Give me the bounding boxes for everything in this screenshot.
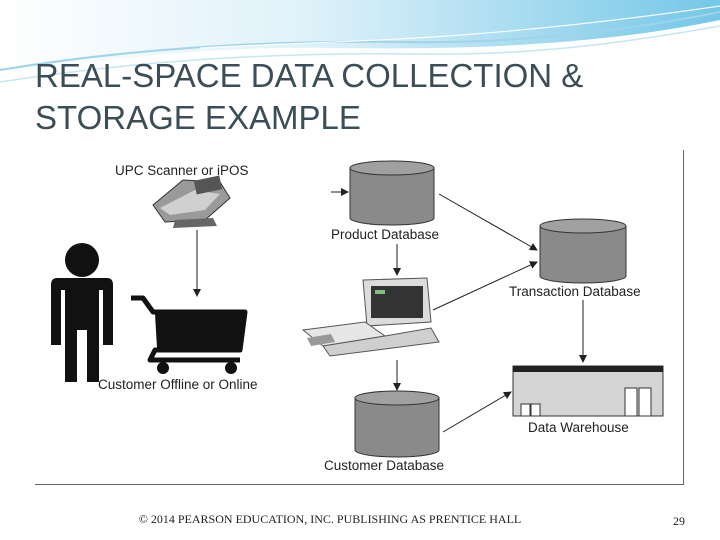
slide-title-line-2: STORAGE EXAMPLE (35, 97, 675, 139)
data-flow-diagram-svg: UPC Scanner or iPOS Customer Offline or … (35, 150, 684, 485)
person-icon (51, 243, 113, 382)
transaction-database-icon (540, 219, 626, 283)
customer-database-label: Customer Database (324, 458, 444, 473)
slide-title: REAL-SPACE DATA COLLECTION & STORAGE EXA… (35, 55, 675, 139)
warehouse-icon (513, 366, 663, 416)
transaction-database-label: Transaction Database (509, 284, 641, 299)
page-number: 29 (655, 514, 685, 529)
data-flow-diagram: UPC Scanner or iPOS Customer Offline or … (35, 150, 684, 485)
barcode-scanner-icon (153, 175, 230, 228)
product-database-icon (350, 161, 434, 225)
figure-frame-right (683, 150, 684, 485)
data-warehouse-label: Data Warehouse (528, 420, 629, 435)
arrow-customer-database-to-warehouse (443, 392, 511, 432)
scanner-label: UPC Scanner or iPOS (115, 163, 249, 178)
product-database-label: Product Database (331, 227, 439, 242)
shopping-cart-icon (131, 298, 245, 374)
pos-terminal-icon (303, 278, 439, 356)
customer-label: Customer Offline or Online (98, 377, 258, 392)
figure-frame-bottom (35, 484, 684, 485)
customer-database-icon (355, 391, 439, 457)
arrow-product-to-transaction-database (439, 194, 537, 250)
slide-title-line-1: REAL-SPACE DATA COLLECTION & (35, 55, 675, 97)
footer-copyright: © 2014 PEARSON EDUCATION, INC. PUBLISHIN… (120, 512, 540, 527)
